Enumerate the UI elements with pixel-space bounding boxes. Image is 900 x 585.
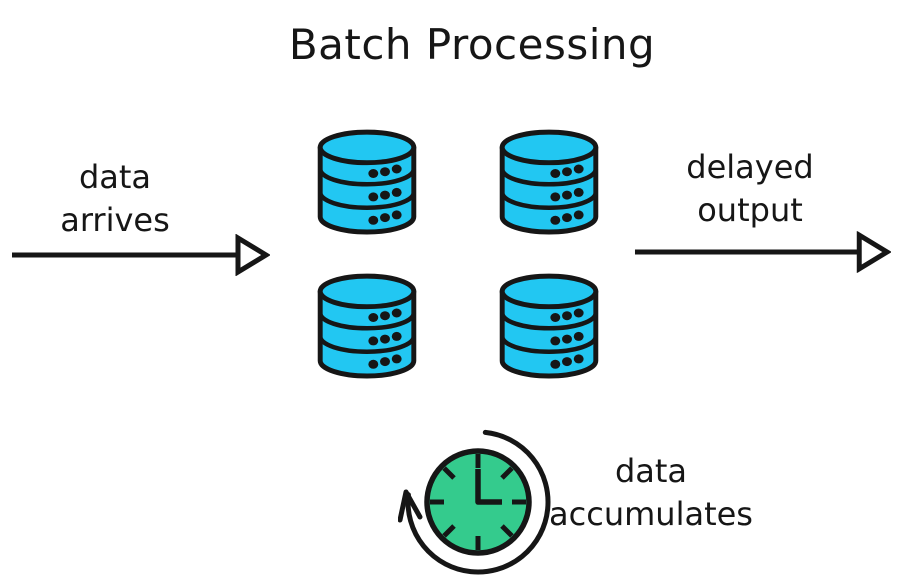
data-arrives-line2: arrives	[60, 201, 170, 239]
database-icon	[313, 126, 421, 239]
clock-refresh-icon	[398, 429, 551, 575]
data-arrives-label: data arrives	[15, 156, 215, 242]
diagram-title: Batch Processing	[288, 20, 656, 69]
output-arrow-right-icon	[633, 231, 891, 273]
data-arrives-line1: data	[78, 158, 152, 196]
data-accumulates-line2: accumulates	[549, 495, 753, 533]
database-icon	[495, 270, 603, 383]
input-arrow-right-icon	[10, 234, 270, 276]
delayed-output-line2: output	[697, 191, 803, 229]
database-icon	[313, 270, 421, 383]
delayed-output-line1: delayed	[686, 148, 814, 186]
database-icon	[495, 126, 603, 239]
delayed-output-label: delayed output	[640, 146, 860, 232]
data-accumulates-line1: data	[614, 452, 688, 490]
data-accumulates-label: data accumulates	[540, 450, 762, 536]
